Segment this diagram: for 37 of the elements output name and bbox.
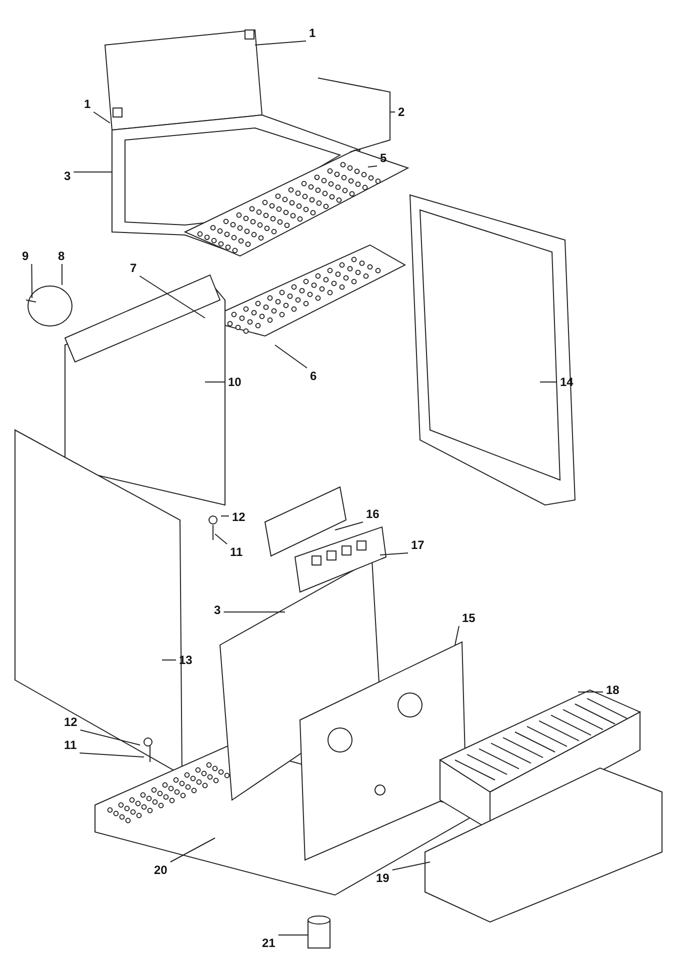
callout-number: 19: [376, 870, 390, 886]
leader-line: [31, 264, 32, 298]
callout-number: 12: [232, 509, 246, 525]
callout-number: 21: [262, 935, 276, 951]
callout-number: 7: [130, 260, 137, 276]
callout-number: 2: [398, 104, 405, 120]
leader-line: [80, 730, 140, 746]
leader-line: [93, 112, 110, 124]
leader-line: [79, 752, 144, 758]
callout-number: 18: [606, 682, 620, 698]
callout-number: 17: [411, 537, 424, 553]
callout-number: 1: [309, 25, 316, 41]
leader-line: [380, 552, 408, 556]
callout-number: 11: [230, 544, 243, 560]
leader-line: [170, 838, 216, 862]
leader-line: [368, 166, 378, 168]
leader-line: [278, 934, 308, 936]
leader-line: [139, 276, 206, 318]
leader-line: [392, 862, 430, 870]
leader-line: [274, 344, 308, 368]
callout-number: 20: [154, 862, 168, 878]
callout-number: 3: [214, 602, 221, 618]
leader-line: [254, 40, 306, 46]
callout-number: 1: [84, 96, 91, 112]
leader-line: [214, 534, 228, 544]
leader-line: [350, 112, 396, 152]
callout-number: 6: [310, 368, 317, 384]
callout-number: 9: [22, 248, 29, 264]
callout-number: 11: [64, 737, 77, 753]
leader-line: [454, 626, 460, 646]
leader-line: [334, 522, 364, 530]
callout-number: 16: [366, 506, 380, 522]
callout-number: 15: [462, 610, 476, 626]
callout-number: 8: [58, 248, 65, 264]
callout-number: 3: [64, 168, 71, 184]
callout-number: 10: [228, 374, 242, 390]
callout-number: 12: [64, 714, 78, 730]
